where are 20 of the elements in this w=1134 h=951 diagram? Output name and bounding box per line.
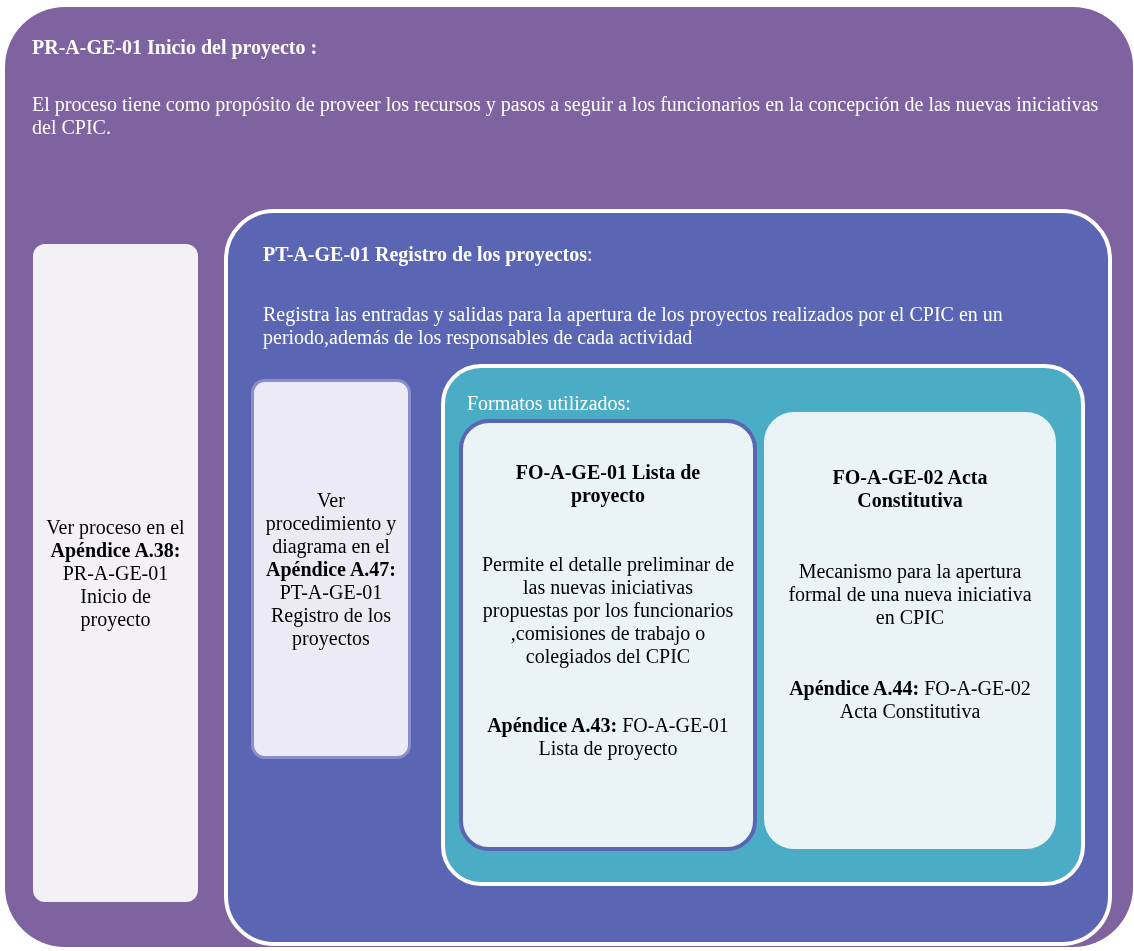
reference-card (251, 379, 411, 759)
reference-card (33, 244, 198, 902)
format-description: Permite el detalle preliminar de las nuevas iniciativas propuestas por los funcionarios ,comisiones de trabajo o colegiados del CPIC (480, 553, 736, 668)
appendix-reference: Apéndice A.43: FO-A-GE-01 Lista de proyecto (486, 714, 730, 760)
panel-heading: PT-A-GE-01 Registro de los proyectos: (263, 243, 593, 266)
panel-label: Formatos utilizados: (467, 392, 631, 415)
formats-panel (441, 364, 1085, 886)
panel-description: El proceso tiene como propósito de proveer los recursos y pasos a seguir a los funcionarios en la concepción de las nuevas iniciativas del CPIC. (32, 93, 1100, 139)
format-card (764, 412, 1056, 849)
format-title: FO-A-GE-01 Lista de proyecto (514, 461, 702, 507)
reference-text: Ver proceso en el Apéndice A.38: PR-A-GE-01 Inicio de proyecto (45, 515, 186, 631)
format-card (459, 419, 757, 851)
format-description: Mecanismo para la apertura formal de una nueva iniciativa en CPIC (787, 560, 1033, 629)
process-panel (5, 7, 1133, 947)
format-title: FO-A-GE-02 Acta Constitutiva (831, 466, 989, 512)
panel-heading: PR-A-GE-01 Inicio del proyecto : (32, 36, 318, 59)
panel-description: Registra las entradas y salidas para la apertura de los proyectos realizados por el CPIC en un periodo,además de los responsables de cada actividad (263, 303, 1004, 349)
procedure-panel (224, 209, 1112, 946)
appendix-reference: Apéndice A.44: FO-A-GE-02 Acta Constitutiva (788, 677, 1032, 723)
reference-text: Ver procedimiento y diagrama en el Apéndice A.47: PT-A-GE-01 Registro de los proyectos (264, 488, 398, 650)
